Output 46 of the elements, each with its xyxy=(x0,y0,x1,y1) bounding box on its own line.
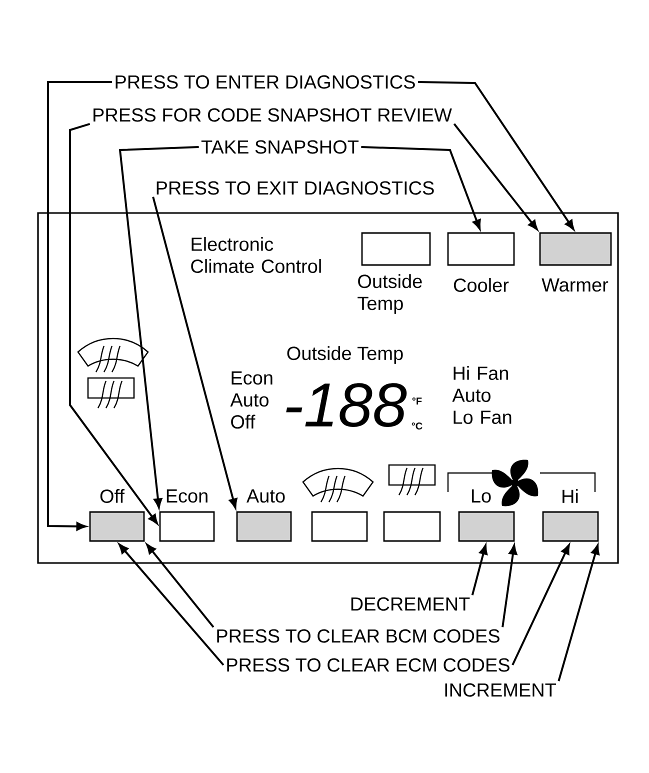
node-label: Lo xyxy=(472,489,491,503)
leader-line xyxy=(512,544,570,666)
callout-text: TAKE SNAPSHOT xyxy=(201,140,359,154)
display-caption: Outside Temp xyxy=(287,346,403,364)
leader-line xyxy=(118,544,224,666)
leader-line xyxy=(152,196,238,508)
push-button: Lo xyxy=(458,489,515,542)
callout-text: PRESS TO EXIT DIAGNOSTICS xyxy=(156,181,434,195)
node-label: Econ xyxy=(166,489,208,503)
mode-list: Econ Auto Off xyxy=(230,371,272,429)
node-label: Auto xyxy=(246,489,285,503)
node-label: Hi xyxy=(562,489,578,503)
leader-line xyxy=(361,146,481,230)
node-label: Cooler xyxy=(454,278,509,292)
callout-text: PRESS TO ENTER DIAGNOSTICS xyxy=(116,75,415,89)
leader-line xyxy=(146,544,214,628)
callout-text: PRESS TO CLEAR BCM CODES xyxy=(217,629,500,643)
callout-text: INCREMENT xyxy=(445,683,556,697)
push-button: Warmer xyxy=(539,232,612,292)
push-button: Off xyxy=(89,489,145,542)
leader-line xyxy=(502,544,518,628)
node-label: Warmer xyxy=(542,278,608,292)
leader-line xyxy=(471,544,488,596)
push-button xyxy=(311,511,368,542)
fan-mode-list: Hi Fan Auto Lo Fan xyxy=(452,366,512,424)
node-label: Off xyxy=(100,489,125,503)
unit-mark: °C xyxy=(412,422,422,430)
leader-line xyxy=(418,81,574,230)
leader-line xyxy=(453,123,538,230)
push-button: Hi xyxy=(542,489,599,542)
unit-mark: °F xyxy=(412,398,422,404)
leader-line xyxy=(69,122,158,524)
leader-line xyxy=(118,146,199,508)
push-button: Outside Temp xyxy=(358,232,431,314)
callout-text: PRESS TO CLEAR ECM CODES xyxy=(227,658,510,672)
panel-title: Electronic Climate Control xyxy=(191,237,321,273)
leader-line xyxy=(558,544,600,682)
leader-line xyxy=(47,81,112,531)
node-label: Outside Temp xyxy=(358,274,422,314)
push-button: Auto xyxy=(236,489,292,542)
digital-readout: -188 xyxy=(286,383,407,427)
callout-text: PRESS FOR CODE SNAPSHOT REVIEW xyxy=(94,108,452,122)
push-button xyxy=(383,511,441,542)
push-button: Econ xyxy=(159,489,215,542)
push-button: Cooler xyxy=(447,232,515,292)
callout-text: DECREMENT xyxy=(351,597,470,611)
